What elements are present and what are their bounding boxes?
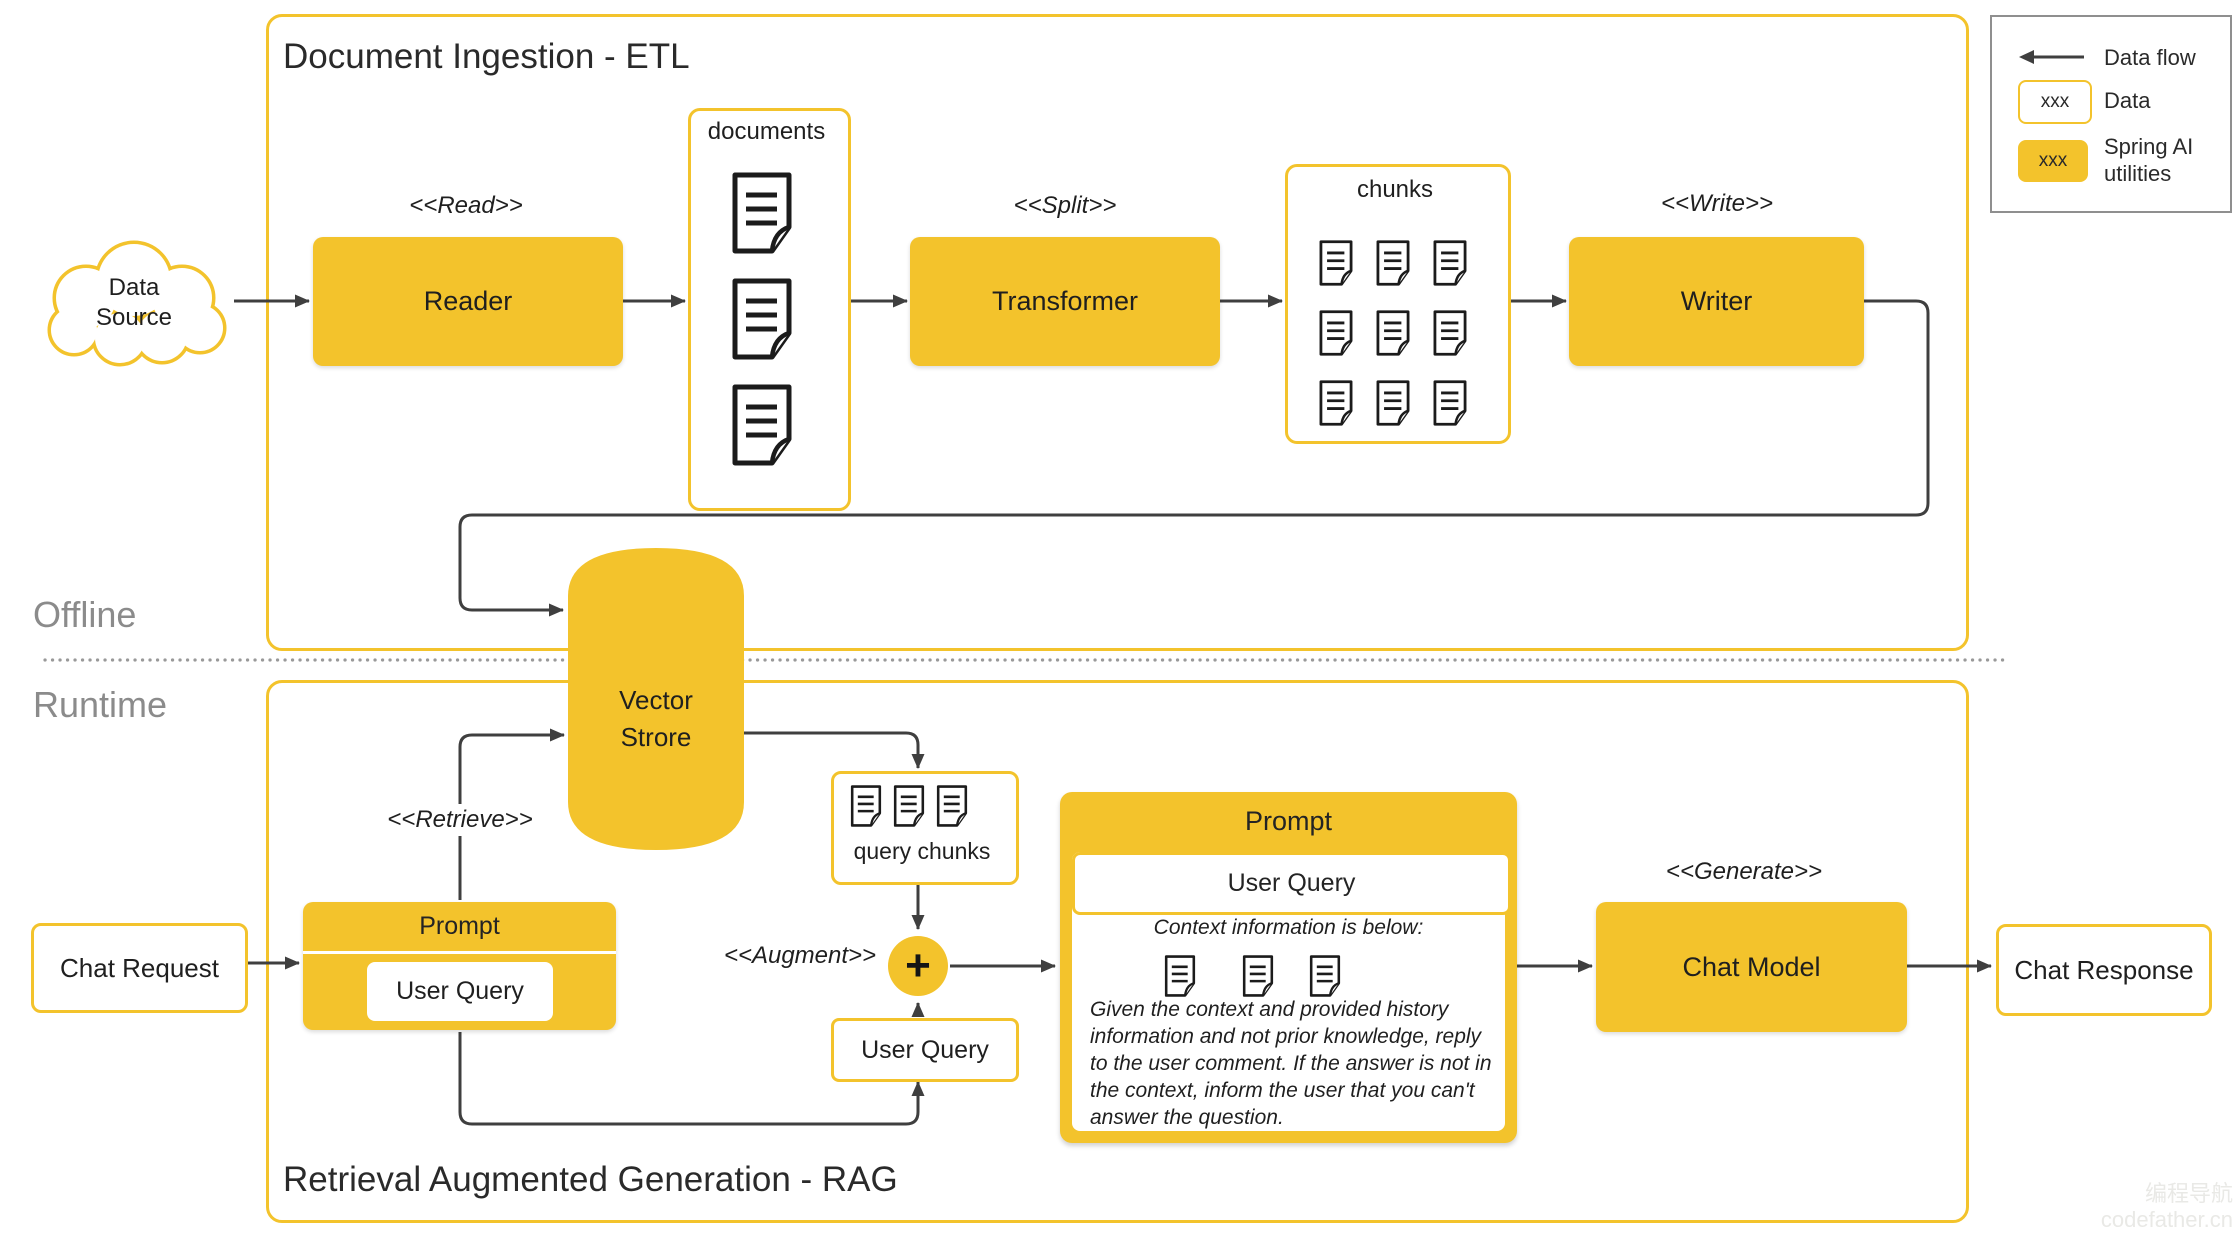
arrow-prompt-userquery (458, 1032, 925, 1126)
legend-spring-sample: xxx (2038, 150, 2068, 171)
context-document-icon (1241, 954, 1275, 998)
legend-arrow-icon (2019, 50, 2084, 64)
vector-store-label-line1: Vector (619, 685, 693, 715)
rag-section-frame (266, 680, 1969, 1223)
document-icon (730, 170, 794, 256)
legend-spring-chip: xxx (2018, 140, 2088, 182)
chunk-document-icon (1431, 309, 1469, 357)
plus-sign: + (905, 941, 931, 990)
query-chunks-label: query chunks (853, 838, 991, 864)
big-prompt-user-query-label: User Query (1227, 869, 1356, 897)
big-prompt-user-query: User Query (1072, 852, 1511, 915)
context-document-icon (1163, 954, 1197, 998)
data-source-cloud (47, 240, 227, 367)
generate-stereotype: <<Generate>> (1659, 856, 1829, 888)
augment-stereotype: <<Augment>> (717, 940, 883, 972)
big-prompt-title: Prompt (1244, 805, 1333, 836)
legend-spring-label-line2: utilities (2104, 161, 2172, 186)
document-icon (730, 382, 794, 468)
chat-response-label: Chat Response (2014, 954, 2194, 985)
arrow-prompt-vectorstore (458, 728, 565, 900)
split-stereotype: <<Split>> (1007, 190, 1123, 222)
query-chunk-icon (892, 784, 926, 828)
vector-store-node: Vector Strore (568, 682, 744, 756)
transformer-label: Transformer (991, 286, 1139, 316)
chunks-label: chunks (1356, 176, 1434, 203)
watermark-line1: 编程导航 (2144, 1181, 2233, 1206)
runtime-label: Runtime (33, 684, 168, 725)
arrow-vectorstore-querychunks (744, 731, 925, 769)
chat-response-node: Chat Response (1996, 924, 2212, 1016)
legend-data-flow-label: Data flow (2104, 45, 2196, 70)
documents-label: documents (707, 118, 826, 145)
chat-request-node: Chat Request (31, 923, 248, 1013)
watermark: 编程导航 codefather.cn (2101, 1181, 2233, 1233)
chunk-document-icon (1431, 239, 1469, 287)
chunk-document-icon (1431, 379, 1469, 427)
watermark-line2: codefather.cn (2100, 1207, 2233, 1232)
legend-data-label: Data (2104, 88, 2151, 113)
etl-section-title: Document Ingestion - ETL (283, 37, 690, 76)
chat-model-label: Chat Model (1682, 951, 1821, 982)
context-caption: Context information is below: (1153, 916, 1424, 939)
data-source-node: Data Source (30, 248, 238, 358)
vector-store-cylinder (568, 548, 744, 850)
user-query-label: User Query (861, 1035, 989, 1064)
query-chunk-icon (935, 784, 969, 828)
user-query-node: User Query (831, 1018, 1019, 1082)
document-icon (730, 276, 794, 362)
reader-node: Reader (313, 237, 623, 366)
reader-label: Reader (423, 286, 513, 316)
data-source-label-line1: Data (108, 274, 160, 301)
writer-label: Writer (1680, 286, 1753, 316)
chunk-document-icon (1317, 309, 1355, 357)
read-stereotype: <<Read>> (403, 190, 529, 222)
arrow-writer-vectorstore (458, 299, 1930, 617)
vector-store-label-line2: Strore (620, 721, 692, 752)
query-chunk-icon (849, 784, 883, 828)
legend-data-sample: xxx (2040, 91, 2070, 112)
write-stereotype: <<Write>> (1654, 188, 1780, 220)
chunk-document-icon (1374, 379, 1412, 427)
etl-section-frame (266, 14, 1969, 651)
prompt-user-query: User Query (367, 962, 553, 1021)
offline-label: Offline (33, 594, 137, 635)
chat-model-node: Chat Model (1596, 902, 1907, 1032)
legend-spring-label-line1: Spring AI (2104, 134, 2194, 159)
context-document-icon (1308, 954, 1342, 998)
prompt-title: Prompt (419, 912, 500, 940)
rag-section-title: Retrieval Augmented Generation - RAG (283, 1160, 898, 1199)
writer-node: Writer (1569, 237, 1864, 366)
chunk-document-icon (1374, 239, 1412, 287)
transformer-node: Transformer (910, 237, 1220, 366)
chunk-document-icon (1374, 309, 1412, 357)
context-instructions: Given the context and provided history i… (1090, 998, 1492, 1129)
prompt-divider (303, 951, 616, 954)
chunk-document-icon (1317, 239, 1355, 287)
augment-plus-icon: + (888, 936, 948, 996)
data-source-label-line2: Source (95, 304, 173, 331)
legend-data-chip: xxx (2018, 80, 2092, 124)
legend-spring-label: Spring AI utilities (2104, 133, 2193, 187)
chunk-document-icon (1317, 379, 1355, 427)
retrieve-stereotype: <<Retrieve>> (381, 804, 539, 836)
chat-request-label: Chat Request (60, 952, 219, 983)
prompt-user-query-label: User Query (396, 977, 524, 1005)
